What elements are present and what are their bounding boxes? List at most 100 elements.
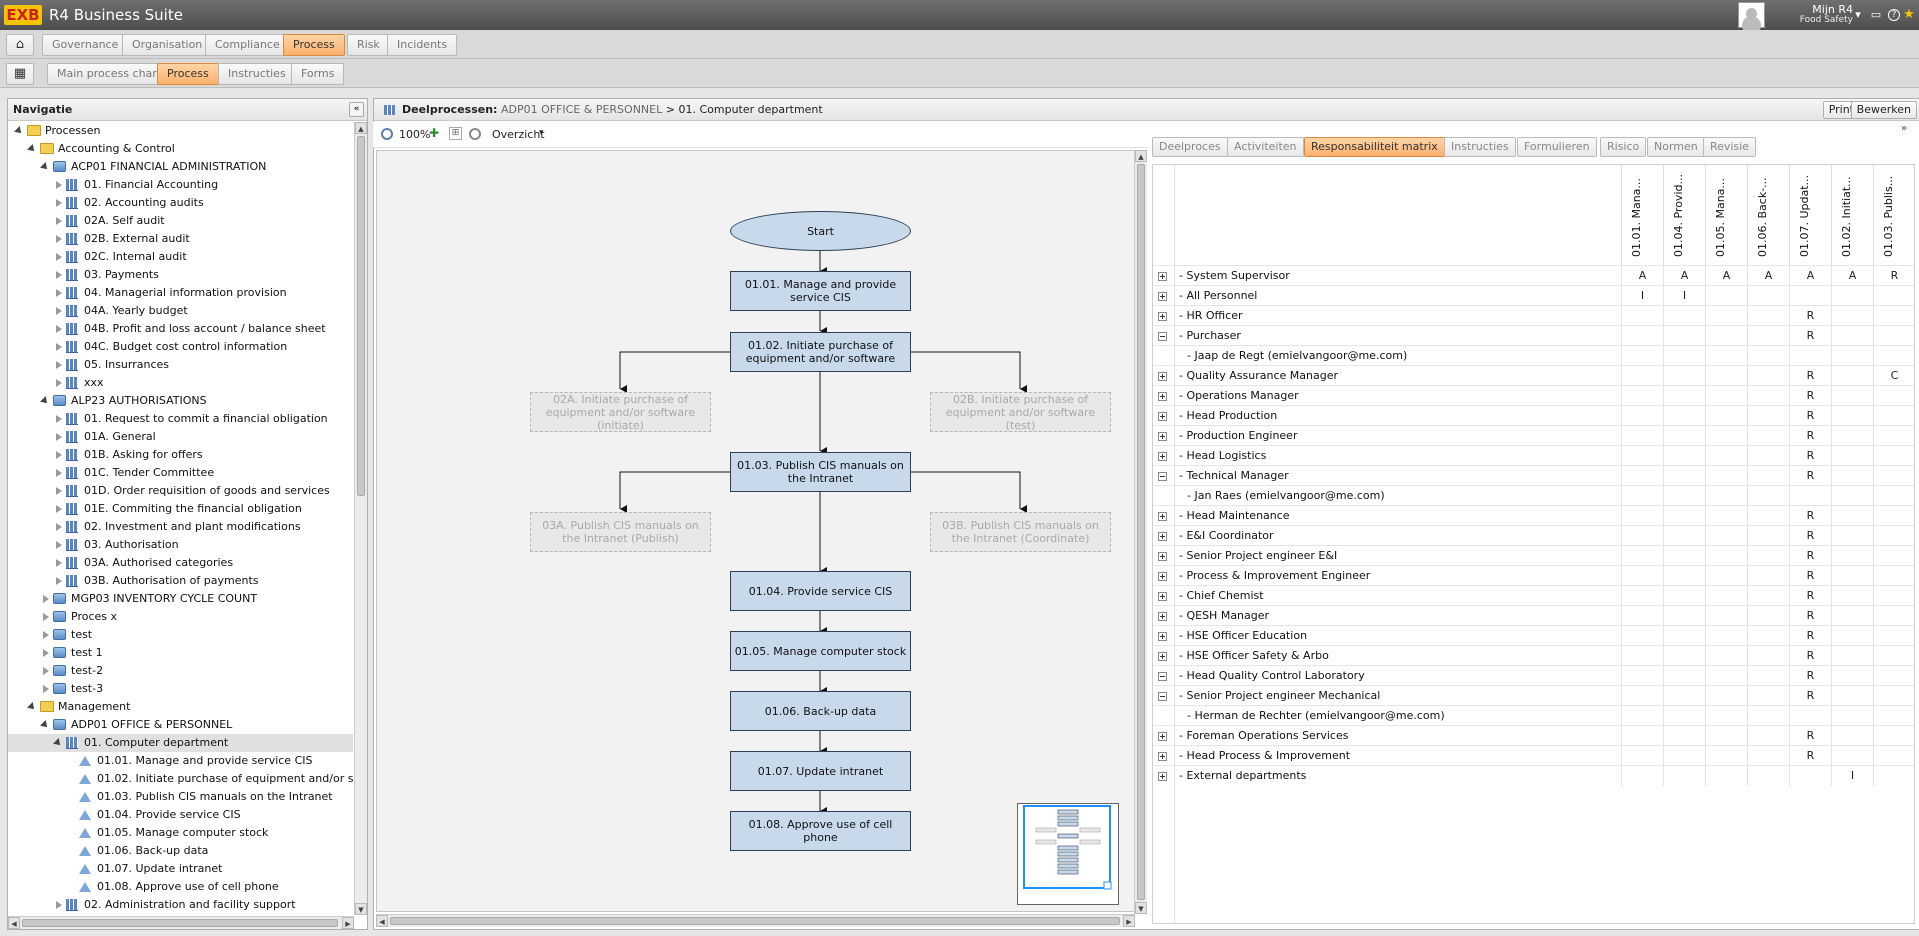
tree-item[interactable]: 01C. Tender Committee xyxy=(8,464,353,482)
matrix-cell[interactable] xyxy=(1621,386,1663,406)
canvas-horizontal-scrollbar[interactable]: ◀ ▶ xyxy=(376,914,1135,927)
expand-icon[interactable] xyxy=(1158,532,1167,541)
expanded-arrow-icon[interactable] xyxy=(40,396,50,406)
breadcrumb-parent[interactable]: ADP01 OFFICE & PERSONNEL xyxy=(500,103,663,116)
tab-organisation[interactable]: Organisation xyxy=(122,34,213,56)
matrix-cell[interactable] xyxy=(1663,486,1705,506)
matrix-cell[interactable] xyxy=(1873,766,1914,786)
matrix-cell[interactable] xyxy=(1663,326,1705,346)
matrix-cell[interactable] xyxy=(1747,726,1789,746)
matrix-column-header[interactable]: 01.05. Mana... xyxy=(1705,165,1747,265)
matrix-cell[interactable] xyxy=(1747,506,1789,526)
collapse-icon[interactable] xyxy=(1158,472,1167,481)
canvas-scroll-right-arrow[interactable]: ▶ xyxy=(1123,915,1135,927)
collapsed-arrow-icon[interactable] xyxy=(56,523,62,531)
matrix-cell[interactable] xyxy=(1663,666,1705,686)
tab-process-sub[interactable]: Process xyxy=(157,63,219,85)
collapsed-arrow-icon[interactable] xyxy=(56,253,62,261)
matrix-cell[interactable] xyxy=(1621,606,1663,626)
matrix-cell[interactable] xyxy=(1747,286,1789,306)
collapsed-arrow-icon[interactable] xyxy=(43,667,49,675)
matrix-cell[interactable] xyxy=(1621,486,1663,506)
tree-item[interactable]: ADP01 OFFICE & PERSONNEL xyxy=(8,716,353,734)
collapsed-arrow-icon[interactable] xyxy=(56,505,62,513)
tab-governance[interactable]: Governance xyxy=(42,34,129,56)
tab-normen[interactable]: Normen xyxy=(1647,137,1705,157)
matrix-cell[interactable] xyxy=(1873,606,1914,626)
search-icon[interactable] xyxy=(469,128,481,140)
expand-icon[interactable] xyxy=(1158,612,1167,621)
matrix-cell[interactable]: I xyxy=(1621,286,1663,306)
matrix-cell[interactable] xyxy=(1621,726,1663,746)
matrix-cell[interactable] xyxy=(1873,346,1914,366)
matrix-cell[interactable]: R xyxy=(1789,606,1831,626)
matrix-cell[interactable] xyxy=(1747,406,1789,426)
matrix-cell[interactable]: R xyxy=(1789,366,1831,386)
matrix-cell[interactable] xyxy=(1621,686,1663,706)
matrix-cell[interactable] xyxy=(1873,566,1914,586)
collapsed-arrow-icon[interactable] xyxy=(56,325,62,333)
tree-item[interactable]: 03A. Authorised categories xyxy=(8,554,353,572)
tree-item[interactable]: 01.06. Back-up data xyxy=(8,842,353,860)
canvas-scroll-thumb-horizontal[interactable] xyxy=(390,917,1120,925)
collapsed-arrow-icon[interactable] xyxy=(56,541,62,549)
matrix-cell[interactable] xyxy=(1705,346,1747,366)
collapsed-arrow-icon[interactable] xyxy=(43,631,49,639)
collapsed-arrow-icon[interactable] xyxy=(56,199,62,207)
matrix-cell[interactable] xyxy=(1663,626,1705,646)
matrix-cell[interactable] xyxy=(1621,406,1663,426)
tree-item[interactable]: 04C. Budget cost control information xyxy=(8,338,353,356)
chevron-down-icon[interactable]: ▾ xyxy=(1855,8,1861,21)
matrix-cell[interactable] xyxy=(1705,406,1747,426)
tree-horizontal-scrollbar[interactable]: ◀ ▶ xyxy=(8,916,354,929)
tree-item[interactable]: 01.05. Manage computer stock xyxy=(8,824,353,842)
matrix-cell[interactable] xyxy=(1621,566,1663,586)
matrix-cell[interactable] xyxy=(1663,366,1705,386)
matrix-cell[interactable] xyxy=(1705,566,1747,586)
zoom-in-icon[interactable]: ✚ xyxy=(429,126,440,140)
matrix-cell[interactable]: R xyxy=(1789,586,1831,606)
matrix-cell[interactable] xyxy=(1747,526,1789,546)
matrix-cell[interactable] xyxy=(1831,466,1873,486)
tree-item[interactable]: 01.01. Manage and provide service CIS xyxy=(8,752,353,770)
matrix-cell[interactable]: R xyxy=(1789,646,1831,666)
tree-item[interactable]: 04B. Profit and loss account / balance s… xyxy=(8,320,353,338)
collapsed-arrow-icon[interactable] xyxy=(56,415,62,423)
matrix-cell[interactable]: R xyxy=(1789,726,1831,746)
matrix-cell[interactable] xyxy=(1621,306,1663,326)
matrix-cell[interactable] xyxy=(1621,666,1663,686)
matrix-cell[interactable] xyxy=(1831,446,1873,466)
matrix-cell[interactable] xyxy=(1747,366,1789,386)
matrix-cell[interactable] xyxy=(1873,686,1914,706)
tree-item[interactable]: Proces x xyxy=(8,608,353,626)
matrix-cell[interactable] xyxy=(1705,666,1747,686)
tree-item[interactable]: 01.08. Approve use of cell phone xyxy=(8,878,353,896)
matrix-cell[interactable]: R xyxy=(1789,666,1831,686)
matrix-cell[interactable]: A xyxy=(1747,266,1789,286)
matrix-cell[interactable] xyxy=(1705,426,1747,446)
flow-step-01-07[interactable]: 01.07. Update intranet xyxy=(730,751,911,791)
flow-step-01-03[interactable]: 01.03. Publish CIS manuals on the Intran… xyxy=(730,452,911,492)
matrix-cell[interactable]: I xyxy=(1831,766,1873,786)
matrix-cell[interactable] xyxy=(1831,406,1873,426)
tree-item[interactable]: 03. Payments xyxy=(8,266,353,284)
matrix-cell[interactable] xyxy=(1873,586,1914,606)
matrix-cell[interactable] xyxy=(1621,546,1663,566)
matrix-cell[interactable]: A xyxy=(1621,266,1663,286)
collapsed-arrow-icon[interactable] xyxy=(43,685,49,693)
collapsed-arrow-icon[interactable] xyxy=(56,433,62,441)
tree-item[interactable]: 01E. Commiting the financial obligation xyxy=(8,500,353,518)
matrix-cell[interactable] xyxy=(1705,526,1747,546)
expand-panel-icon[interactable]: » xyxy=(1900,123,1908,134)
matrix-cell[interactable] xyxy=(1831,706,1873,726)
matrix-cell[interactable] xyxy=(1747,626,1789,646)
matrix-cell[interactable] xyxy=(1873,526,1914,546)
collapsed-arrow-icon[interactable] xyxy=(56,487,62,495)
flow-step-01-02[interactable]: 01.02. Initiate purchase of equipment an… xyxy=(730,332,911,372)
expand-icon[interactable] xyxy=(1158,732,1167,741)
matrix-cell[interactable]: R xyxy=(1789,686,1831,706)
matrix-cell[interactable] xyxy=(1663,546,1705,566)
flow-step-01-05[interactable]: 01.05. Manage computer stock xyxy=(730,631,911,671)
expand-icon[interactable] xyxy=(1158,412,1167,421)
scroll-thumb-horizontal[interactable] xyxy=(22,919,338,927)
